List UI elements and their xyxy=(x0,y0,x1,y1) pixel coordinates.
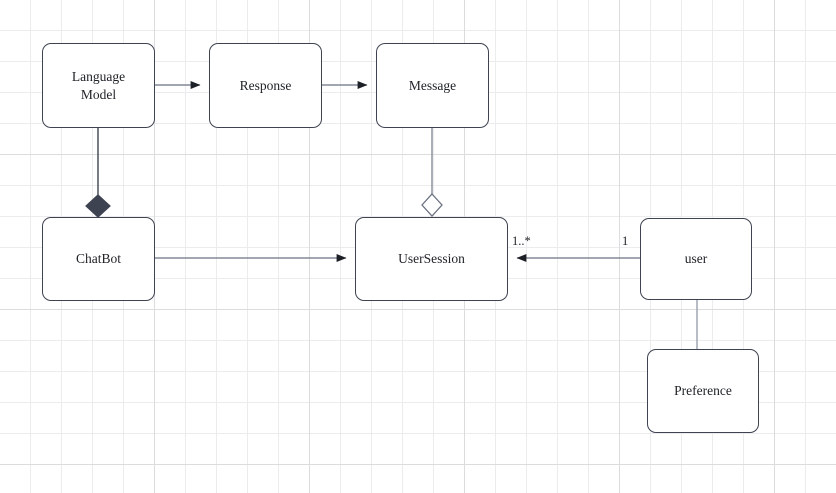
node-usersession[interactable]: UserSession xyxy=(355,217,508,301)
node-message[interactable]: Message xyxy=(376,43,489,128)
node-label-language-model: Language Model xyxy=(71,68,126,102)
node-label-message: Message xyxy=(408,77,457,93)
node-user[interactable]: user xyxy=(640,218,752,300)
edge-label-multiplicity-usersession: 1..* xyxy=(512,234,531,248)
edge-language-model-to-chatbot[interactable] xyxy=(85,128,111,218)
hollow-diamond-marker xyxy=(421,193,443,217)
node-response[interactable]: Response xyxy=(209,43,322,128)
node-label-preference: Preference xyxy=(674,383,732,399)
node-chatbot[interactable]: ChatBot xyxy=(42,217,155,301)
node-preference[interactable]: Preference xyxy=(647,349,759,433)
edge-label-multiplicity-user: 1 xyxy=(622,234,629,248)
node-label-user: user xyxy=(684,251,708,267)
node-language-model[interactable]: Language Model xyxy=(42,43,155,128)
node-label-chatbot: ChatBot xyxy=(75,251,121,267)
filled-diamond-marker xyxy=(85,194,111,218)
node-label-usersession: UserSession xyxy=(398,251,465,267)
edge-message-to-usersession[interactable] xyxy=(421,128,443,217)
node-label-response: Response xyxy=(239,77,292,93)
